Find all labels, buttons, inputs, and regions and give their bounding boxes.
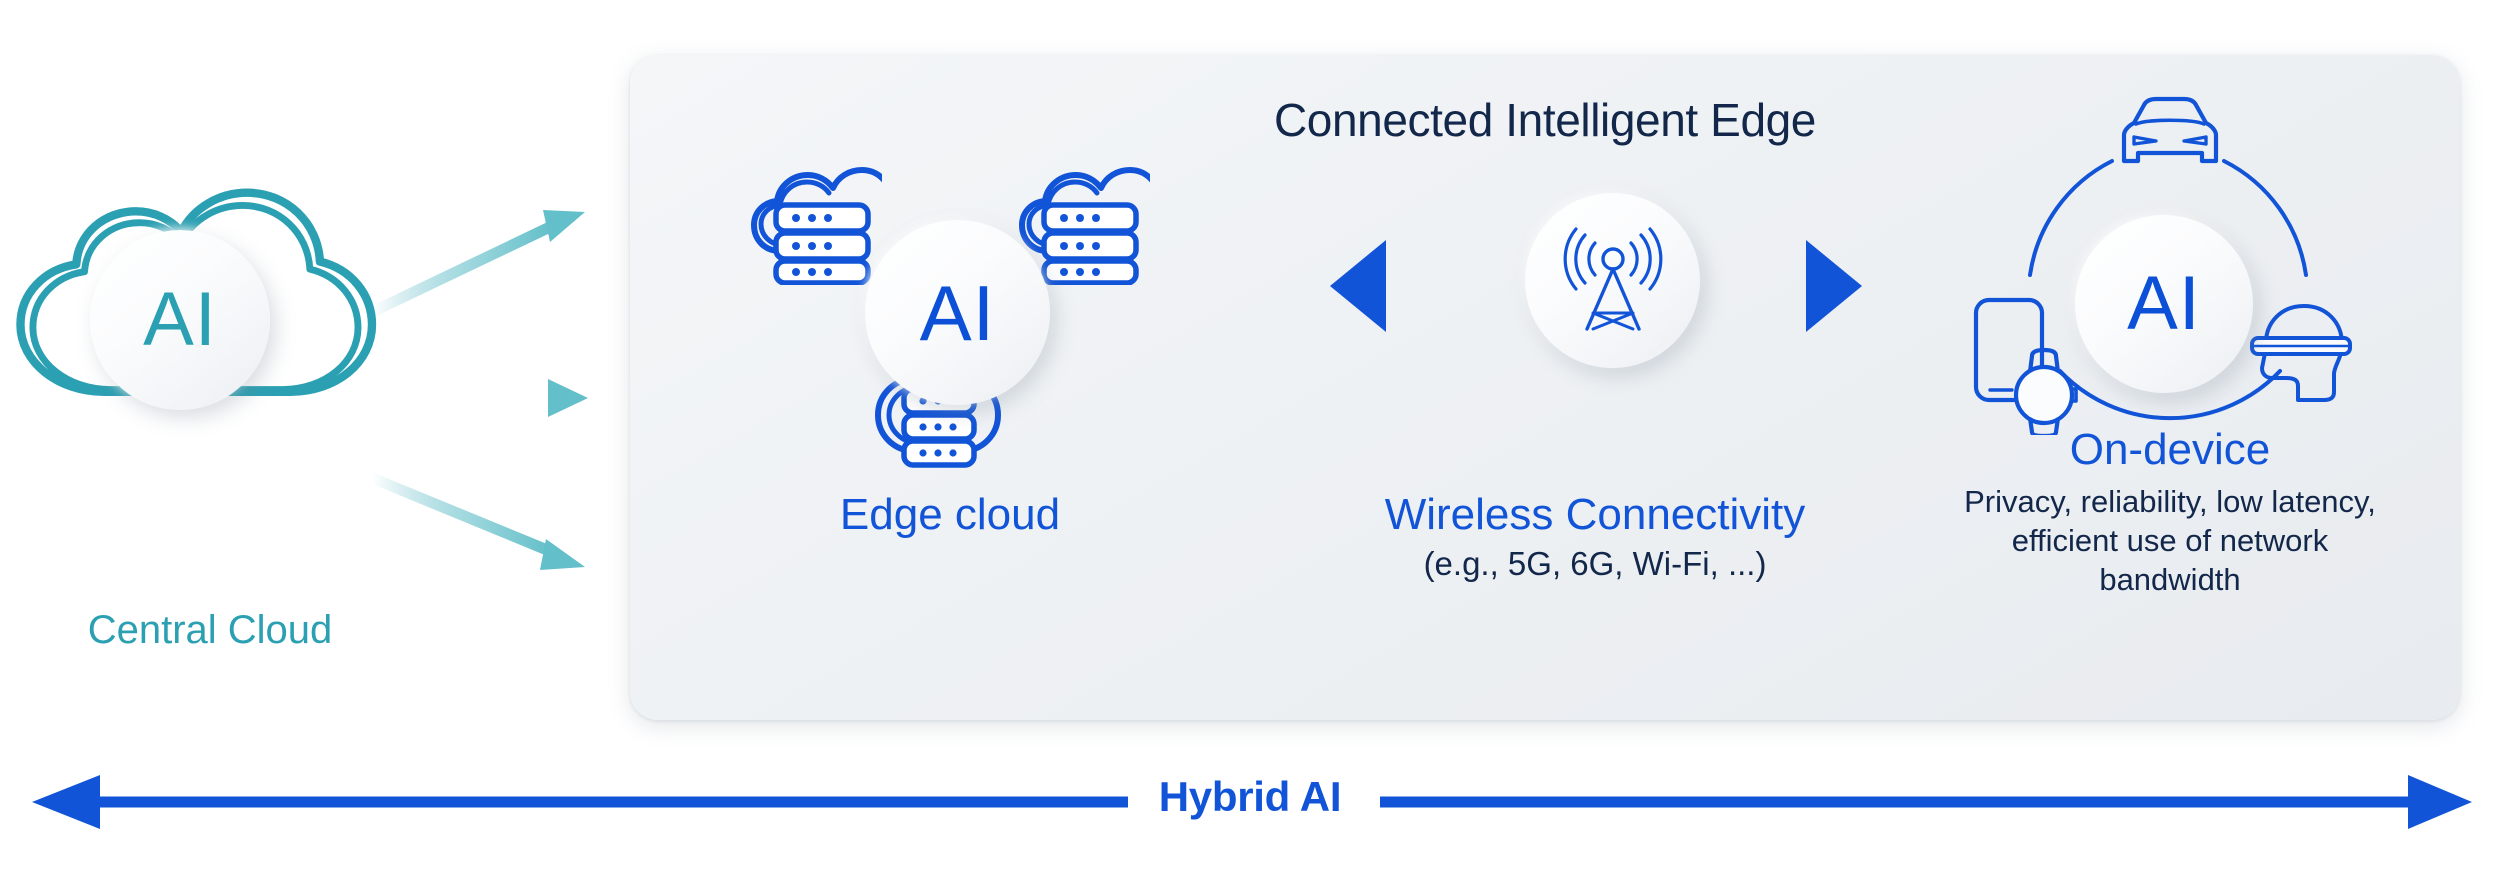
panel-title: Connected Intelligent Edge bbox=[1273, 94, 1816, 146]
antenna-tower-icon bbox=[1563, 226, 1662, 331]
cloud-server-icon bbox=[751, 167, 882, 285]
on-device-description: Privacy, reliability, low latency, effic… bbox=[1964, 484, 2376, 597]
central-to-edge-arrows bbox=[330, 170, 660, 590]
arrow-right-icon bbox=[1380, 775, 2472, 829]
arrow-up-right bbox=[369, 210, 585, 317]
wireless-icon-disc bbox=[1525, 193, 1700, 368]
central-ai-disc: AI bbox=[90, 230, 270, 410]
arrow-right bbox=[380, 379, 588, 417]
car-icon bbox=[2121, 96, 2219, 164]
on-device-label: On-device bbox=[2069, 425, 2271, 474]
central-cloud-label: Central Cloud bbox=[87, 608, 333, 652]
triangle-right-icon bbox=[1806, 240, 1862, 332]
wireless-connectivity-group: Wireless Connectivity (e.g., 5G, 6G, Wi-… bbox=[1330, 175, 1862, 605]
central-cloud-group: AI bbox=[10, 180, 410, 440]
wireless-connectivity-label: Wireless Connectivity bbox=[1384, 490, 1806, 539]
edge-ai-label: AI bbox=[919, 268, 996, 357]
edge-cloud-label: Edge cloud bbox=[839, 490, 1061, 539]
arrow-down-right bbox=[369, 472, 585, 570]
orbit-ring bbox=[2028, 159, 2308, 421]
triangle-left-icon bbox=[1330, 240, 1386, 332]
wireless-connectivity-sublabel: (e.g., 5G, 6G, Wi-Fi, ...) bbox=[1423, 545, 1767, 582]
central-ai-label: AI bbox=[143, 277, 217, 362]
hybrid-ai-label: Hybrid AI bbox=[1158, 773, 1342, 820]
edge-ai-disc: AI bbox=[865, 220, 1050, 405]
cloud-server-icon bbox=[1019, 167, 1150, 285]
hybrid-ai-bar: Hybrid AI bbox=[0, 770, 2500, 850]
arrow-left-icon bbox=[32, 775, 1128, 829]
phone-watch-icon bbox=[1973, 297, 2078, 435]
edge-cloud-group: AI Edge cloud bbox=[740, 165, 1160, 585]
xr-headset-icon bbox=[2250, 304, 2352, 402]
on-device-ai-label: AI bbox=[2127, 261, 2201, 346]
on-device-group: AI On-device Privacy, reliability, low l… bbox=[1960, 95, 2380, 635]
on-device-ai-disc: AI bbox=[2075, 215, 2253, 393]
